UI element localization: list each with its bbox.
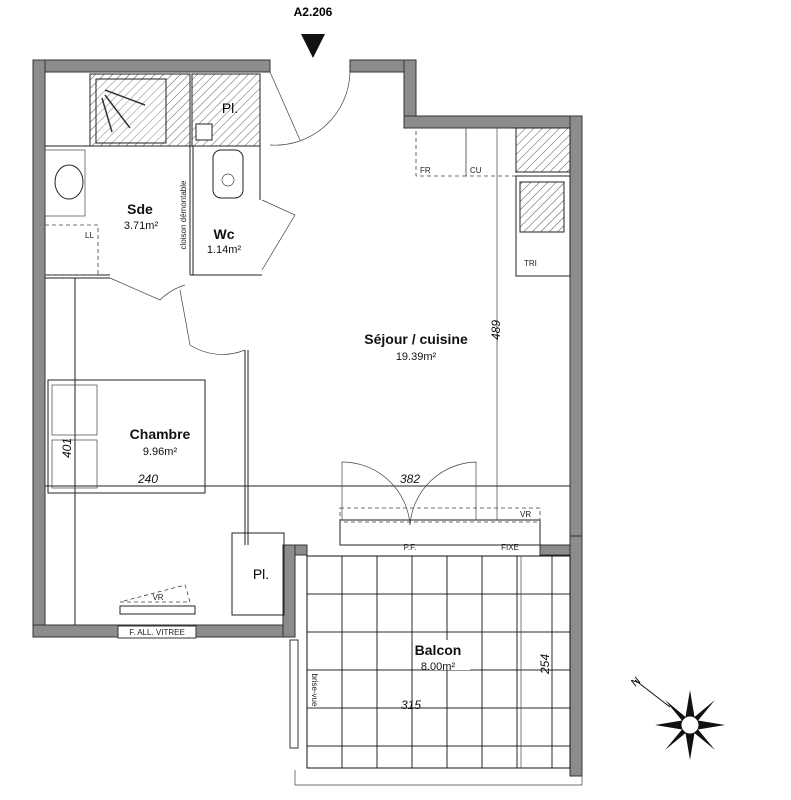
unit-id: A2.206 <box>294 5 333 19</box>
room-chambre-area: 9.96m² <box>143 446 178 458</box>
entrance-arrow-icon <box>301 34 325 58</box>
duct <box>195 123 213 141</box>
tri-label: TRI <box>524 259 537 268</box>
placard-top-label: Pl. <box>222 100 238 116</box>
ll-label: LL <box>85 231 94 240</box>
room-wc-name: Wc <box>214 226 235 242</box>
room-chambre-name: Chambre <box>130 426 191 442</box>
north-label: N <box>629 675 643 689</box>
placard-bottom-label: Pl. <box>253 566 269 582</box>
bedroom-window[interactable] <box>119 605 196 615</box>
cloison-label: cloison démontable <box>179 180 188 249</box>
interior-partitions <box>45 145 570 625</box>
dim-sejour-depth: 489 <box>489 320 503 340</box>
dim-chambre-depth: 401 <box>60 438 74 458</box>
brise-vue-label: brise-vue <box>310 674 319 707</box>
bed <box>47 379 206 494</box>
dim-balcon-width: 315 <box>401 698 421 712</box>
kitchen-column <box>515 127 571 173</box>
doors <box>109 71 477 526</box>
dim-chambre-width: 240 <box>137 472 158 486</box>
pf-label: P.F. <box>404 543 417 552</box>
cu-label: CU <box>470 166 482 175</box>
fenetre-label: F. ALL. VITREE <box>129 628 185 637</box>
shower-area <box>95 78 167 144</box>
vr-sejour-label: VR <box>520 510 531 519</box>
sink-icon <box>519 181 565 233</box>
patio-door[interactable] <box>339 519 541 546</box>
room-sde-name: Sde <box>127 201 153 217</box>
room-balcon-name: Balcon <box>415 642 462 658</box>
fr-label: FR <box>420 166 431 175</box>
dim-sejour-width: 382 <box>400 472 420 486</box>
room-balcon-area: 8.00m² <box>421 661 456 673</box>
washbasin-icon <box>54 164 84 200</box>
dim-balcon-depth: 254 <box>538 654 552 675</box>
entrance-marker: A2.206 <box>294 5 333 58</box>
room-wc-area: 1.14m² <box>207 244 242 256</box>
toilet-icon <box>212 149 244 199</box>
shower-tray <box>89 73 191 147</box>
fixe-label: FIXE <box>501 543 519 552</box>
room-sde-area: 3.71m² <box>124 220 159 232</box>
shower-icon <box>101 89 146 133</box>
room-sejour-name: Séjour / cuisine <box>364 331 468 347</box>
compass-icon: N <box>629 675 725 760</box>
vr-chambre-label: VR <box>152 593 163 602</box>
sink-unit <box>515 175 571 277</box>
washing-machine-space <box>44 224 99 276</box>
brise-vue <box>289 639 299 749</box>
room-sejour-area: 19.39m² <box>396 351 437 363</box>
